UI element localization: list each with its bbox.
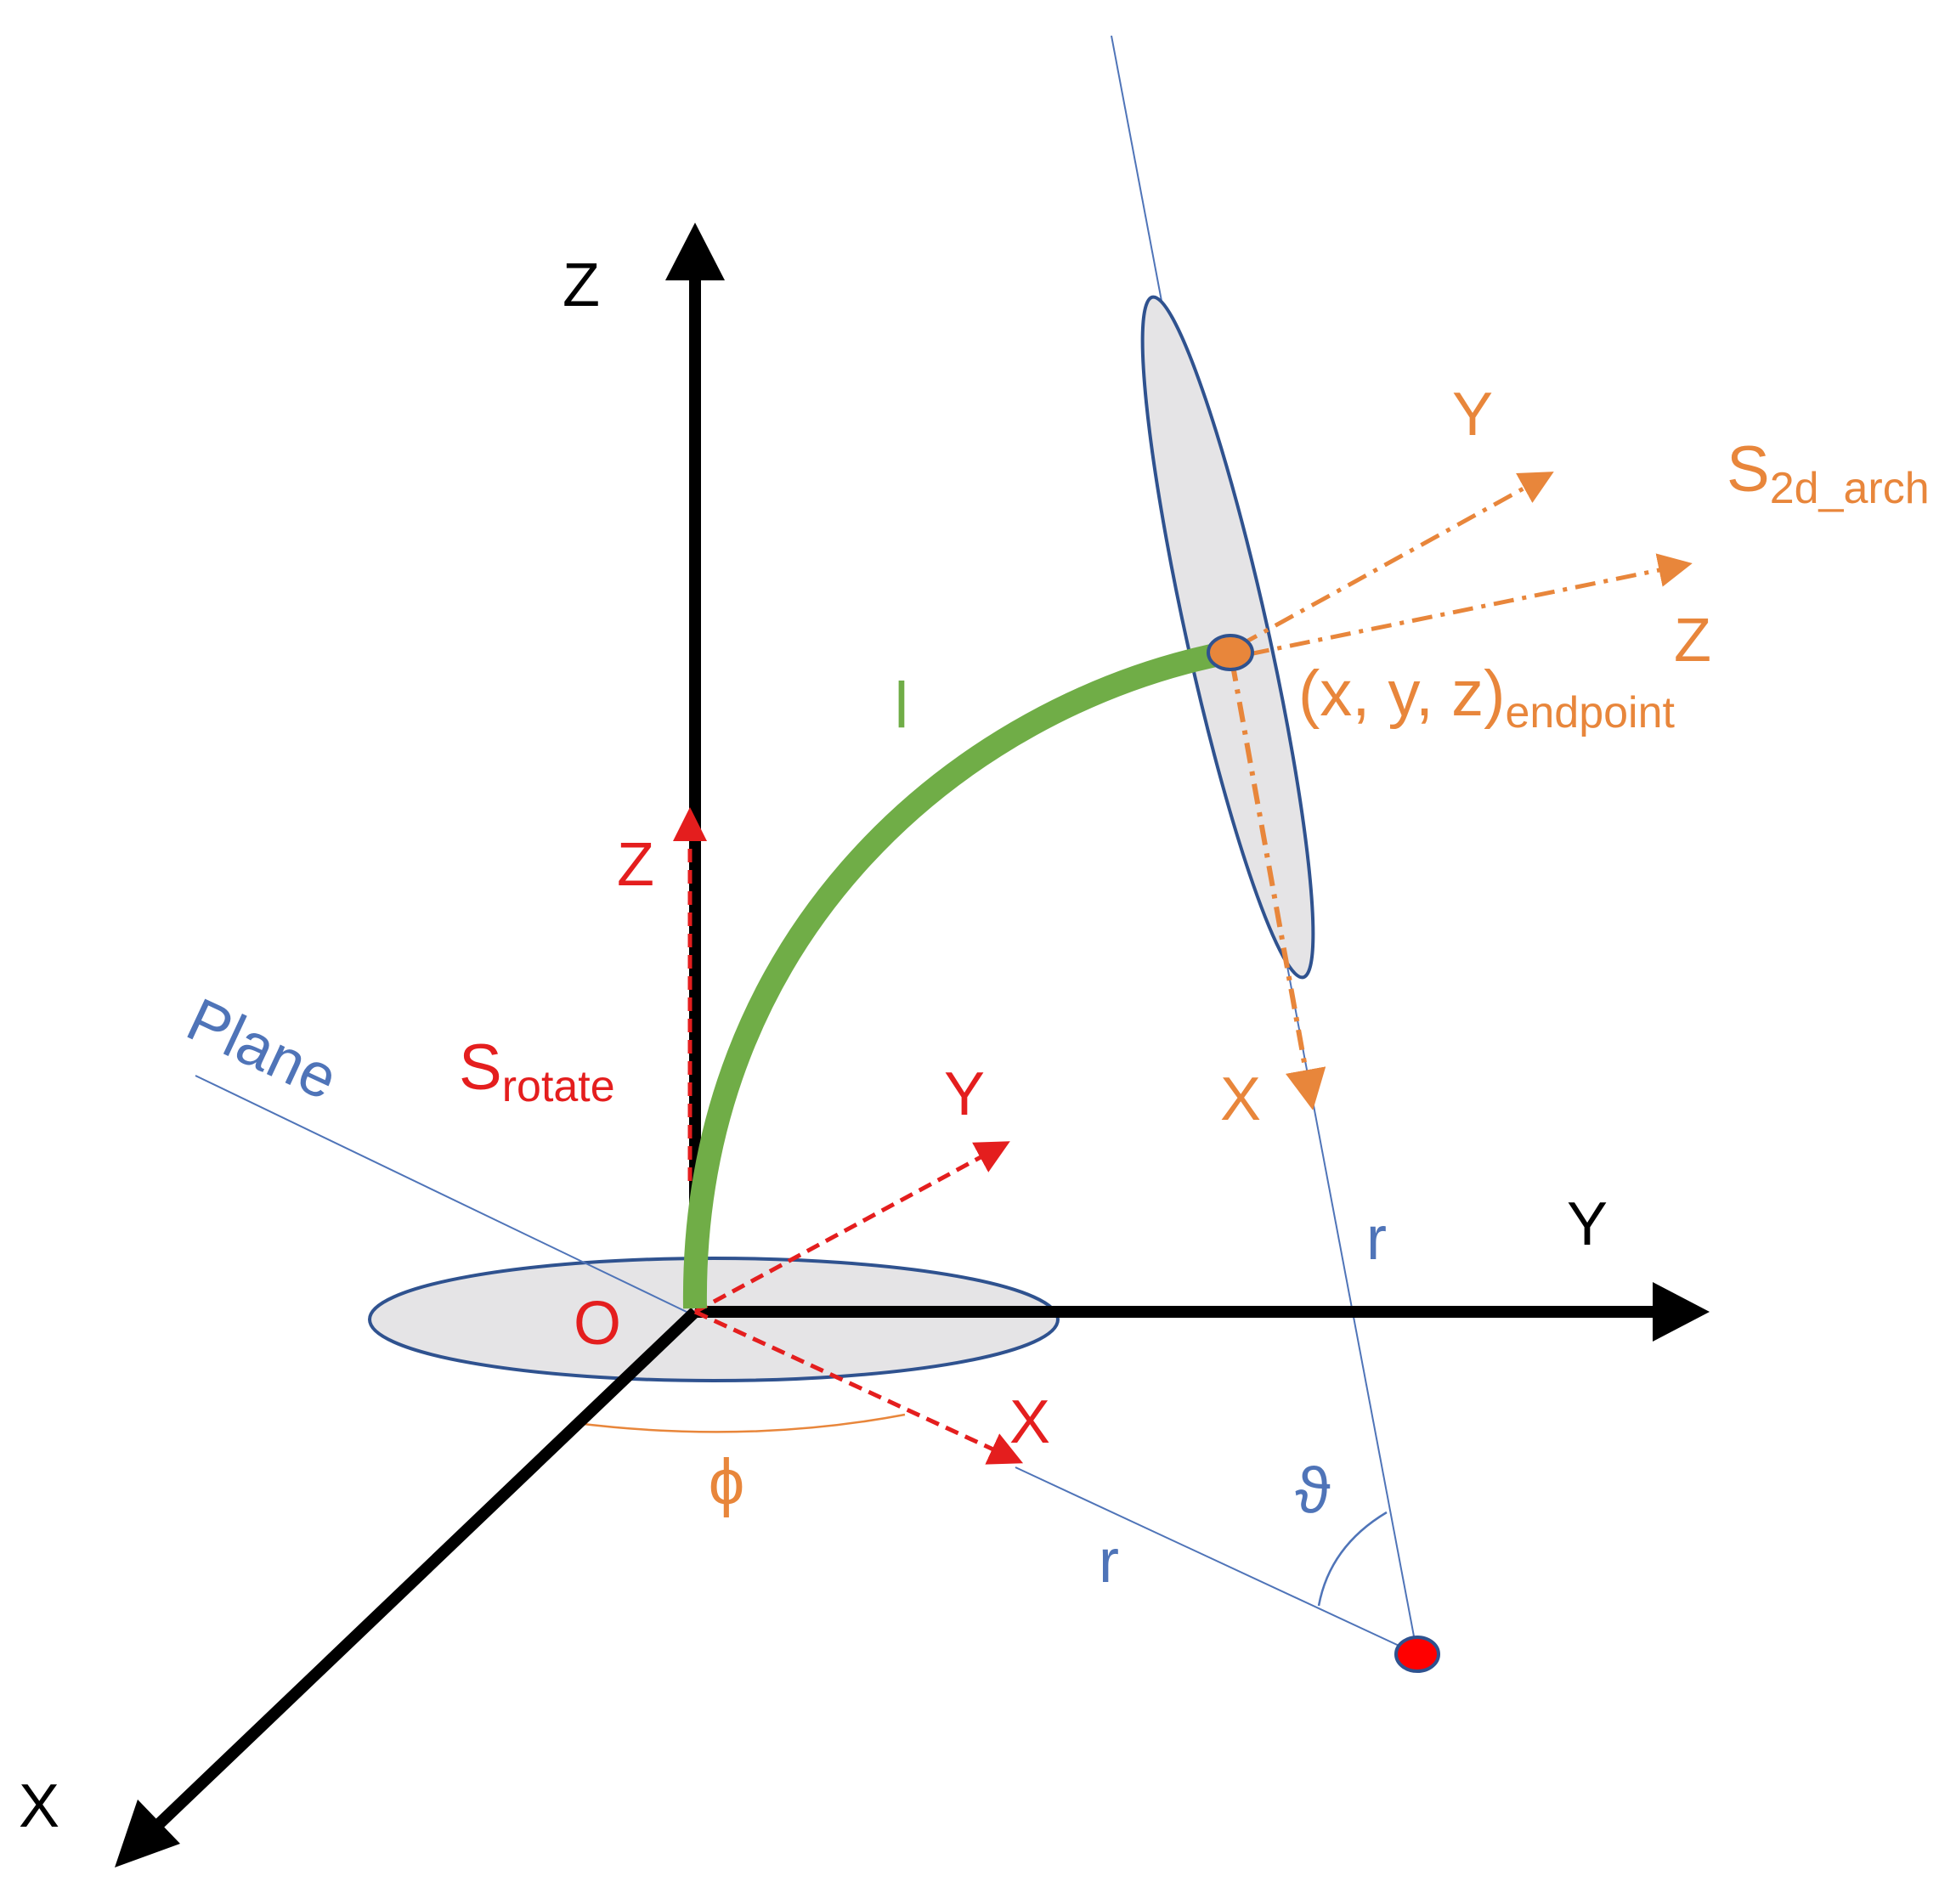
- origin-label: O: [574, 1290, 621, 1358]
- base-disk: [368, 1257, 1060, 1382]
- arc-curve: [682, 641, 1230, 1309]
- rotate-y-label: Y: [944, 1060, 985, 1128]
- phi-arc: [575, 1413, 906, 1433]
- global-z-arrowhead: [665, 223, 725, 280]
- arch-y-axis: [1237, 472, 1554, 648]
- plane-line: [195, 1075, 689, 1314]
- phi-label: ϕ: [709, 1446, 745, 1518]
- arch-z-label: Z: [1674, 607, 1711, 675]
- arc-length-label: l: [895, 670, 909, 742]
- rotate-y-axis: [693, 1141, 1010, 1314]
- arch-z-axis: [1248, 553, 1693, 657]
- plane-label: Plane: [177, 986, 348, 1113]
- global-x-label: X: [19, 1772, 59, 1840]
- arch-x-axis: [1230, 660, 1326, 1110]
- theta-label: ϑ: [1295, 1455, 1331, 1527]
- global-y-label: Y: [1567, 1190, 1608, 1258]
- arch-y-label: Y: [1452, 381, 1493, 449]
- endpoint-label: (x, y, z)endpoint: [1298, 658, 1676, 737]
- radius-lower-label: r: [1099, 1528, 1119, 1596]
- global-x-arrowhead: [115, 1799, 180, 1867]
- arch-x-label: X: [1220, 1065, 1261, 1133]
- rotate-x-axis: [693, 1309, 1024, 1465]
- rotate-z-label: Z: [617, 831, 654, 899]
- global-x-axis: [155, 1307, 699, 1828]
- rotation-center-dot: [1394, 1636, 1440, 1673]
- radius-line-lower: [1015, 1466, 1418, 1655]
- radius-upper-label: r: [1366, 1205, 1387, 1273]
- theta-arc: [1317, 1511, 1388, 1607]
- srotate-label: Srotate: [459, 1031, 615, 1111]
- s2d-arch-label: S2d_arch: [1727, 433, 1930, 513]
- rotate-x-label: X: [1009, 1388, 1050, 1456]
- global-y-arrowhead: [1653, 1282, 1710, 1342]
- global-z-label: Z: [562, 251, 600, 319]
- endpoint-dot: [1207, 634, 1254, 671]
